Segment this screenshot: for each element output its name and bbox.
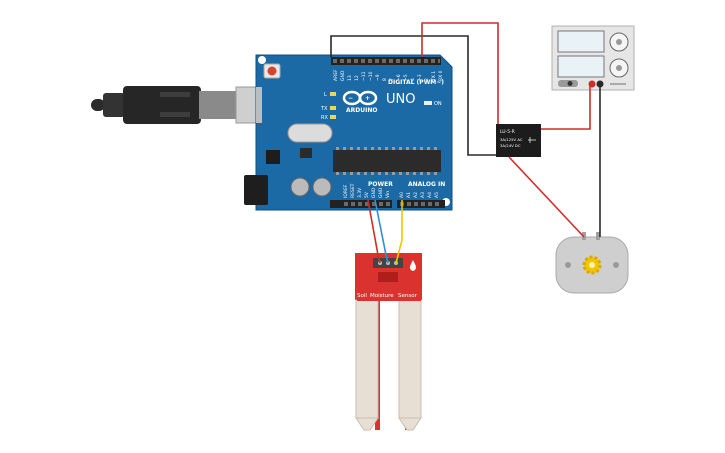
pin-label: A5 — [434, 192, 440, 198]
pin-label: A3 — [420, 192, 426, 198]
pin-label: ~6 — [396, 74, 402, 81]
led-rx-label: RX — [321, 115, 328, 121]
pin-label: 7 — [389, 78, 395, 81]
analog-header-label: ANALOG IN — [408, 181, 445, 188]
pin-label: A2 — [413, 192, 419, 198]
supply-display-bottom — [557, 55, 605, 78]
relay-module: LU-5-R 3A/125V AC 3A/24V DC — [496, 124, 541, 157]
usb-cable — [91, 86, 263, 124]
pin-label: 5V — [364, 191, 370, 198]
sensor-label-sensor: Sensor — [398, 293, 418, 299]
power-jack — [244, 175, 268, 205]
svg-text:+: + — [365, 95, 370, 102]
analog-pin-labels: A0 A1 A2 A3 A4 A5 — [399, 192, 440, 198]
sensor-probe-left — [355, 299, 379, 419]
pin-label: GND — [378, 187, 384, 198]
wire-relay-to-motor — [508, 156, 585, 238]
pin-label: GND — [371, 187, 377, 198]
pin-label: ~5 — [403, 74, 409, 81]
arduino-uno-board: AREF GND 13 12 ~11 ~10 ~9 8 7 ~6 ~5 4 ~3… — [244, 54, 453, 211]
relay-label-line3: 3A/24V DC — [500, 143, 521, 148]
pin-label: 13 — [347, 75, 353, 81]
relay-label-line2: 3A/125V AC — [500, 137, 523, 142]
wire-relay-to-supply — [541, 86, 591, 130]
droplet-icon — [409, 260, 417, 271]
on-label: ON — [434, 101, 442, 107]
pin-label: ~9 — [375, 74, 381, 81]
pin-label: AREF — [333, 69, 339, 81]
pin-label: IOREF — [343, 184, 349, 198]
power-pin-labels: IOREF RESET 3.3V 5V GND GND Vin — [343, 183, 391, 198]
arduino-brand: ARDUINO — [346, 107, 377, 114]
wires — [330, 22, 601, 264]
wire-d2-to-relay — [421, 22, 499, 124]
sensor-label-soil: Soil — [357, 293, 367, 299]
pin-label: A0 — [399, 192, 405, 198]
supply-display-top — [557, 30, 605, 53]
wire-sensor-gnd — [374, 199, 389, 264]
supply-terminal-positive — [588, 80, 596, 88]
pin-label: A4 — [427, 192, 433, 198]
soil-moisture-sensor: Soil Moisture Sensor — [355, 253, 422, 431]
pin-label: 12 — [354, 75, 360, 81]
wire-gnd-to-relay — [330, 35, 496, 156]
pin-label: ~3 — [417, 74, 423, 81]
pin-label: RX 0 — [438, 70, 444, 81]
pin-label: RESET — [350, 183, 356, 198]
pin-label: A1 — [406, 192, 412, 198]
arduino-model: UNO — [386, 92, 415, 107]
sensor-label-moisture: Moisture — [370, 293, 394, 299]
pin-label: 4 — [410, 78, 416, 81]
led-tx-label: TX — [320, 106, 328, 112]
dc-power-supply — [551, 25, 635, 91]
pin-label: ~10 — [368, 71, 374, 81]
digital-pin-labels: AREF GND 13 12 ~11 ~10 ~9 8 7 ~6 ~5 4 ~3… — [333, 69, 444, 82]
wire-sensor-vcc — [367, 199, 381, 264]
led-l-label: L — [324, 92, 327, 98]
pin-label: ~11 — [361, 71, 367, 81]
pin-label: 3.3V — [357, 187, 363, 198]
usb-port — [256, 87, 262, 123]
digital-header-label: DIGITAL (PWM~) — [388, 79, 444, 86]
power-header-label: POWER — [368, 181, 393, 188]
pin-label: TX 1 — [431, 71, 437, 82]
arduino-infinity-logo — [342, 90, 378, 106]
pin-label: GND — [340, 70, 346, 81]
atmega-chip — [333, 150, 441, 172]
sensor-probe-right — [398, 299, 422, 419]
pin-label: 2 — [424, 78, 430, 81]
supply-terminal-negative — [596, 80, 604, 88]
relay-label-line1: LU-5-R — [500, 129, 515, 135]
wire-sensor-sig — [395, 200, 403, 264]
pin-label: Vin — [385, 191, 391, 198]
pin-label: 8 — [382, 78, 388, 81]
svg-text:−: − — [348, 95, 353, 102]
dc-motor — [555, 232, 629, 294]
